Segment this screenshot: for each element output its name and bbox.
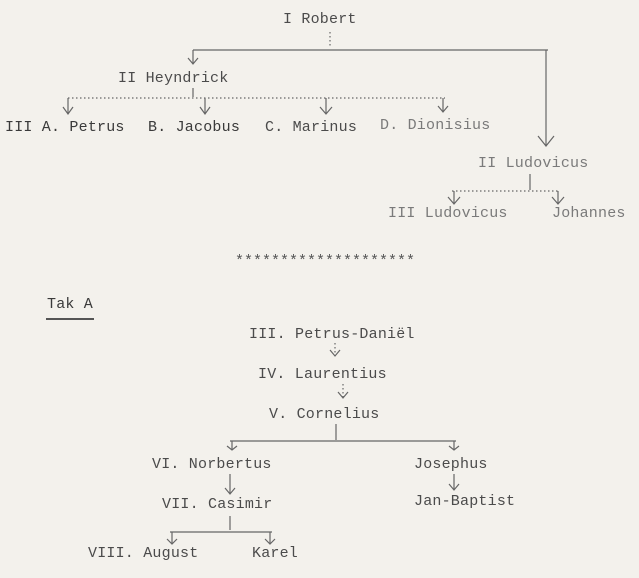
node-august: VIII. August [88,545,199,562]
node-josephus: Josephus [414,456,488,473]
node-marinus: C. Marinus [265,119,358,136]
jan-baptist-arrow [448,483,460,491]
jacobus-arrow [199,106,211,116]
petrus-arrow [62,106,74,116]
node-dionisius: D. Dionisius [380,117,491,134]
node-ludovicus-ii: II Ludovicus [478,155,589,172]
johannes-arrow [551,196,565,205]
node-norbertus: VI. Norbertus [152,456,272,473]
node-heyndrick: II Heyndrick [118,70,229,87]
ludovicus-arrow [537,135,555,147]
node-karel: Karel [252,545,299,562]
marinus-arrow [319,106,333,115]
node-cornelius: V. Cornelius [269,406,380,423]
casimir-arrow [224,487,236,495]
josephus-arrow [448,445,460,451]
node-robert: I Robert [283,11,357,28]
node-ludovicus-iii: III Ludovicus [388,205,508,222]
node-laurentius: IV. Laurentius [258,366,387,383]
node-petrus: III A. Petrus [5,119,125,136]
node-johannes: Johannes [552,205,626,222]
cornelius-arrow [337,391,349,399]
section-separator: ******************** [235,253,416,270]
norbertus-arrow [226,445,238,451]
node-petrus-daniel: III. Petrus-Daniël [249,326,415,343]
ludovicus3-arrow [447,196,461,205]
heyndrick-arrow [187,57,199,65]
laurentius-arrow [329,349,341,357]
node-jan-baptist: Jan-Baptist [414,493,516,510]
tak-a-underline [46,318,94,320]
tak-a-heading: Tak A [47,296,94,313]
dionisius-arrow [437,105,449,113]
node-jacobus: B. Jacobus [148,119,241,136]
karel-arrow [264,538,276,545]
node-casimir: VII. Casimir [162,496,273,513]
august-arrow [166,538,178,545]
